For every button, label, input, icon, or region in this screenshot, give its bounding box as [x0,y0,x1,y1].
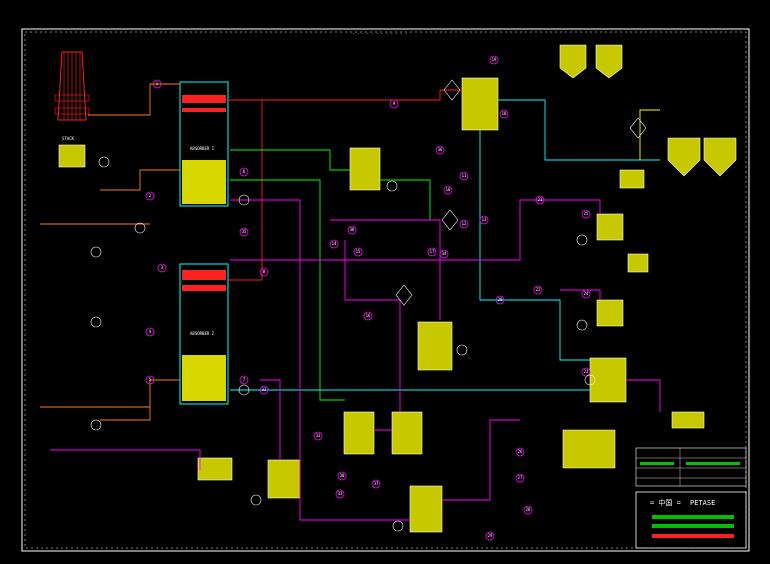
tag-circle [363,311,373,321]
pump-icon [90,156,596,532]
tag-number: 38 [350,227,355,232]
tag-circle [313,431,323,441]
tag-circle [515,473,525,483]
sheet-title: - - - - - - - - - - - - [352,31,407,36]
tag-number: 3 [161,265,164,270]
absorber-1-label: ABSORBER 1 [190,146,215,151]
tag-number: 4 [149,329,152,334]
tag-circle [485,531,495,541]
tag-number: 2 [149,193,152,198]
tag-number: 1 [156,81,159,86]
tag-number: 32 [262,387,267,392]
tag-circle [145,191,155,201]
tag-circle [581,367,591,377]
tag-number: 11 [462,173,467,178]
tag-circle [427,247,437,257]
tag-number: 26 [518,449,523,454]
tag-circle [443,185,453,195]
stack: STACK [54,51,90,168]
tag-circle [533,285,543,295]
tag-number: 18 [502,111,507,116]
tag-number: 22 [536,287,541,292]
tag-circle [459,171,469,181]
table-box [635,447,747,487]
tag-number: 13 [482,217,487,222]
tag-circle [389,99,399,109]
tag-circle [259,385,269,395]
absorber-2: ABSORBER 2 [179,263,229,405]
tag-number: 20 [498,297,503,302]
tag-number: 25 [584,211,589,216]
tag-circle [459,219,469,229]
tag-number: 19 [492,57,497,62]
tag-circle [337,471,347,481]
tag-circle [239,375,249,385]
tag-circle [581,209,591,219]
limestone-silos [559,44,737,469]
tag-circle [479,215,489,225]
tag-circle [439,249,449,259]
tanks [197,77,705,533]
tag-number: 16 [366,313,371,318]
tag-circle [239,227,249,237]
tag-circle [435,145,445,155]
tag-number: 8 [263,269,266,274]
tag-circle [145,375,155,385]
tag-number: 30 [340,473,345,478]
tag-number: 15 [356,249,361,254]
tag-number: 10 [446,187,451,192]
tag-number: 7 [243,377,246,382]
tag-circle [371,479,381,489]
tag-number: 14 [332,241,337,246]
tag-number: 29 [488,533,493,538]
tag-circle [495,295,505,305]
tag-number: 36 [438,147,443,152]
tag-circle [581,289,591,299]
absorber-1: ABSORBER 1 [179,81,229,207]
tag-number: 37 [374,481,379,486]
tag-circle [523,505,533,515]
legend-title: PETASE [690,499,715,507]
tag-circle [145,327,155,337]
tag-circle [347,225,357,235]
tag-number: 23 [584,369,589,374]
tag-number: 28 [526,507,531,512]
tag-circle [499,109,509,119]
process-lines [40,83,661,521]
tag-number: 12 [462,221,467,226]
tag-circle [329,239,339,249]
tag-number: 24 [584,291,589,296]
tag-number: 21 [538,197,543,202]
tag-circle [239,167,249,177]
legend-box: = 中国 = PETASE [635,491,747,549]
absorber-2-label: ABSORBER 2 [190,331,215,336]
inner-frame [24,31,747,549]
tag-number: 6 [243,169,246,174]
tag-circle [353,247,363,257]
tag-number: 33 [338,491,343,496]
tag-number: 31 [316,433,321,438]
legend-prefix: = 中国 = [650,498,681,507]
tag-number: 9 [393,101,396,106]
tag-number: 5 [149,377,152,382]
tag-circle [489,55,499,65]
tag-number: 17 [430,249,435,254]
tag-number: 27 [518,475,523,480]
drawing-frame [21,28,750,552]
agitator-icon [395,79,647,306]
tag-circle [259,267,269,277]
stack-label: STACK [62,136,75,141]
tag-circles: 1234567891011121314151617181920212223242… [145,55,591,541]
tag-circle [335,489,345,499]
tag-number: 34 [442,251,447,256]
tag-circle [152,79,162,89]
tag-number: 35 [242,229,247,234]
tag-circle [157,263,167,273]
tag-circle [535,195,545,205]
tag-circle [515,447,525,457]
